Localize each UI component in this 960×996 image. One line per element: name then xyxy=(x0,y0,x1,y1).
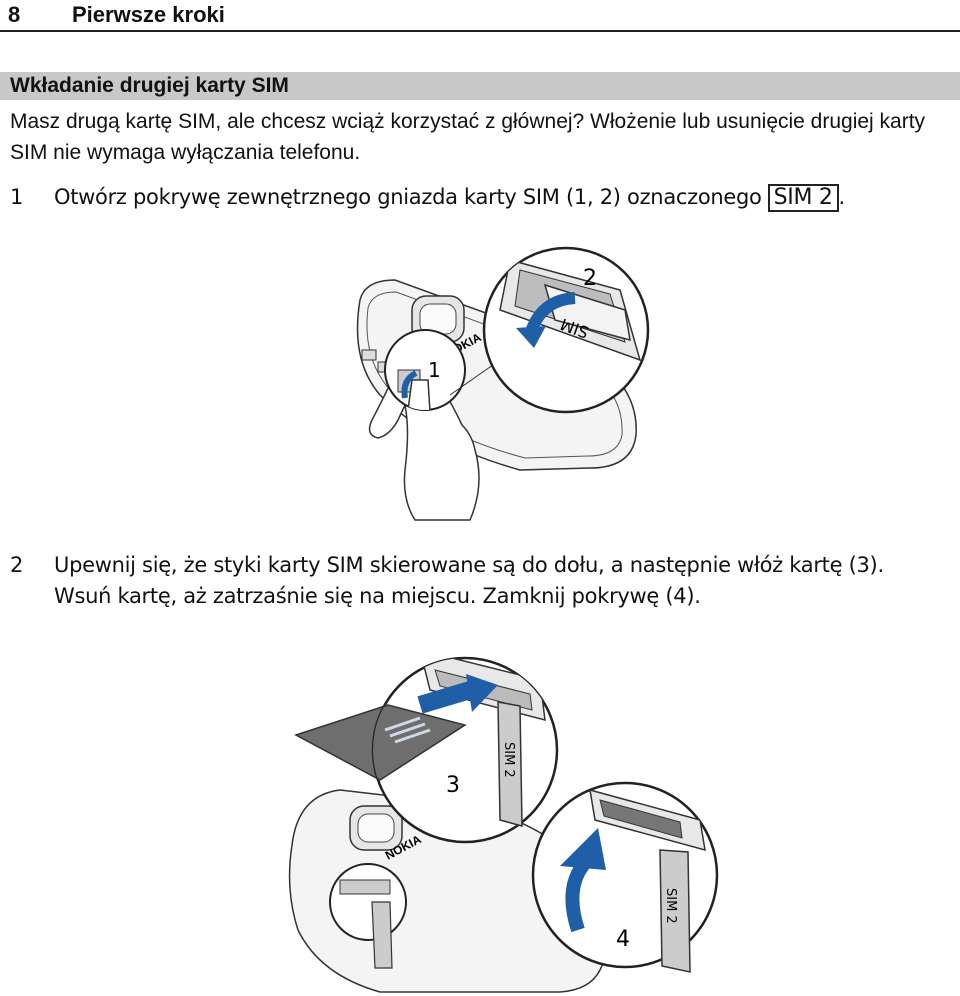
step-number: 1 xyxy=(10,185,24,209)
page-number: 8 xyxy=(8,2,21,27)
step-2: 2 Upewnij się, że styki karty SIM skiero… xyxy=(10,550,955,614)
step-2-line-2: Wsuń kartę, aż zatrzaśnie się na miejscu… xyxy=(54,584,701,608)
step-number: 2 xyxy=(10,553,24,577)
open-arrow-small xyxy=(401,370,418,399)
step-2-line-1: Upewnij się, że styki karty SIM skierowa… xyxy=(54,553,884,577)
sim-slot-cover xyxy=(497,701,523,827)
callout-2: 2 xyxy=(583,266,597,291)
hand-illustration xyxy=(368,379,480,521)
sim2-badge: SIM 2 xyxy=(767,184,839,212)
step-1-text: Otwórz pokrywę zewnętrznego gniazda kart… xyxy=(54,185,762,209)
step-1: 1 Otwórz pokrywę zewnętrznego gniazda ka… xyxy=(10,182,950,216)
figure-insert-sim-card: NOKIA SIM 2 3 SIM 2 4 xyxy=(288,656,719,993)
section-title: Wkładanie drugiej karty SIM xyxy=(10,74,289,97)
slot-label-2: SIM 2 xyxy=(663,888,678,924)
slot-label: SIM 2 xyxy=(501,742,516,778)
intro-paragraph: Masz drugą kartę SIM, ale chcesz wciąż k… xyxy=(10,110,926,164)
sim-cover-open xyxy=(371,901,393,969)
section-heading-bar: Wkładanie drugiej karty SIM xyxy=(0,72,960,100)
insert-arrow xyxy=(417,681,473,714)
figure-open-sim-cover: NOKIA 1 SIM 2 xyxy=(356,246,650,521)
callout-1: 1 xyxy=(428,358,441,382)
inset-circle-small xyxy=(329,863,407,941)
step-1-suffix: . xyxy=(838,185,846,209)
callout-3: 3 xyxy=(446,773,460,798)
callout-4: 4 xyxy=(616,927,630,952)
step-text: Otwórz pokrywę zewnętrznego gniazda kart… xyxy=(54,182,845,213)
chapter-title: Pierwsze kroki xyxy=(72,2,225,27)
sim-slot-cover-closed xyxy=(659,849,691,973)
page-header: 8 Pierwsze kroki xyxy=(0,0,960,32)
